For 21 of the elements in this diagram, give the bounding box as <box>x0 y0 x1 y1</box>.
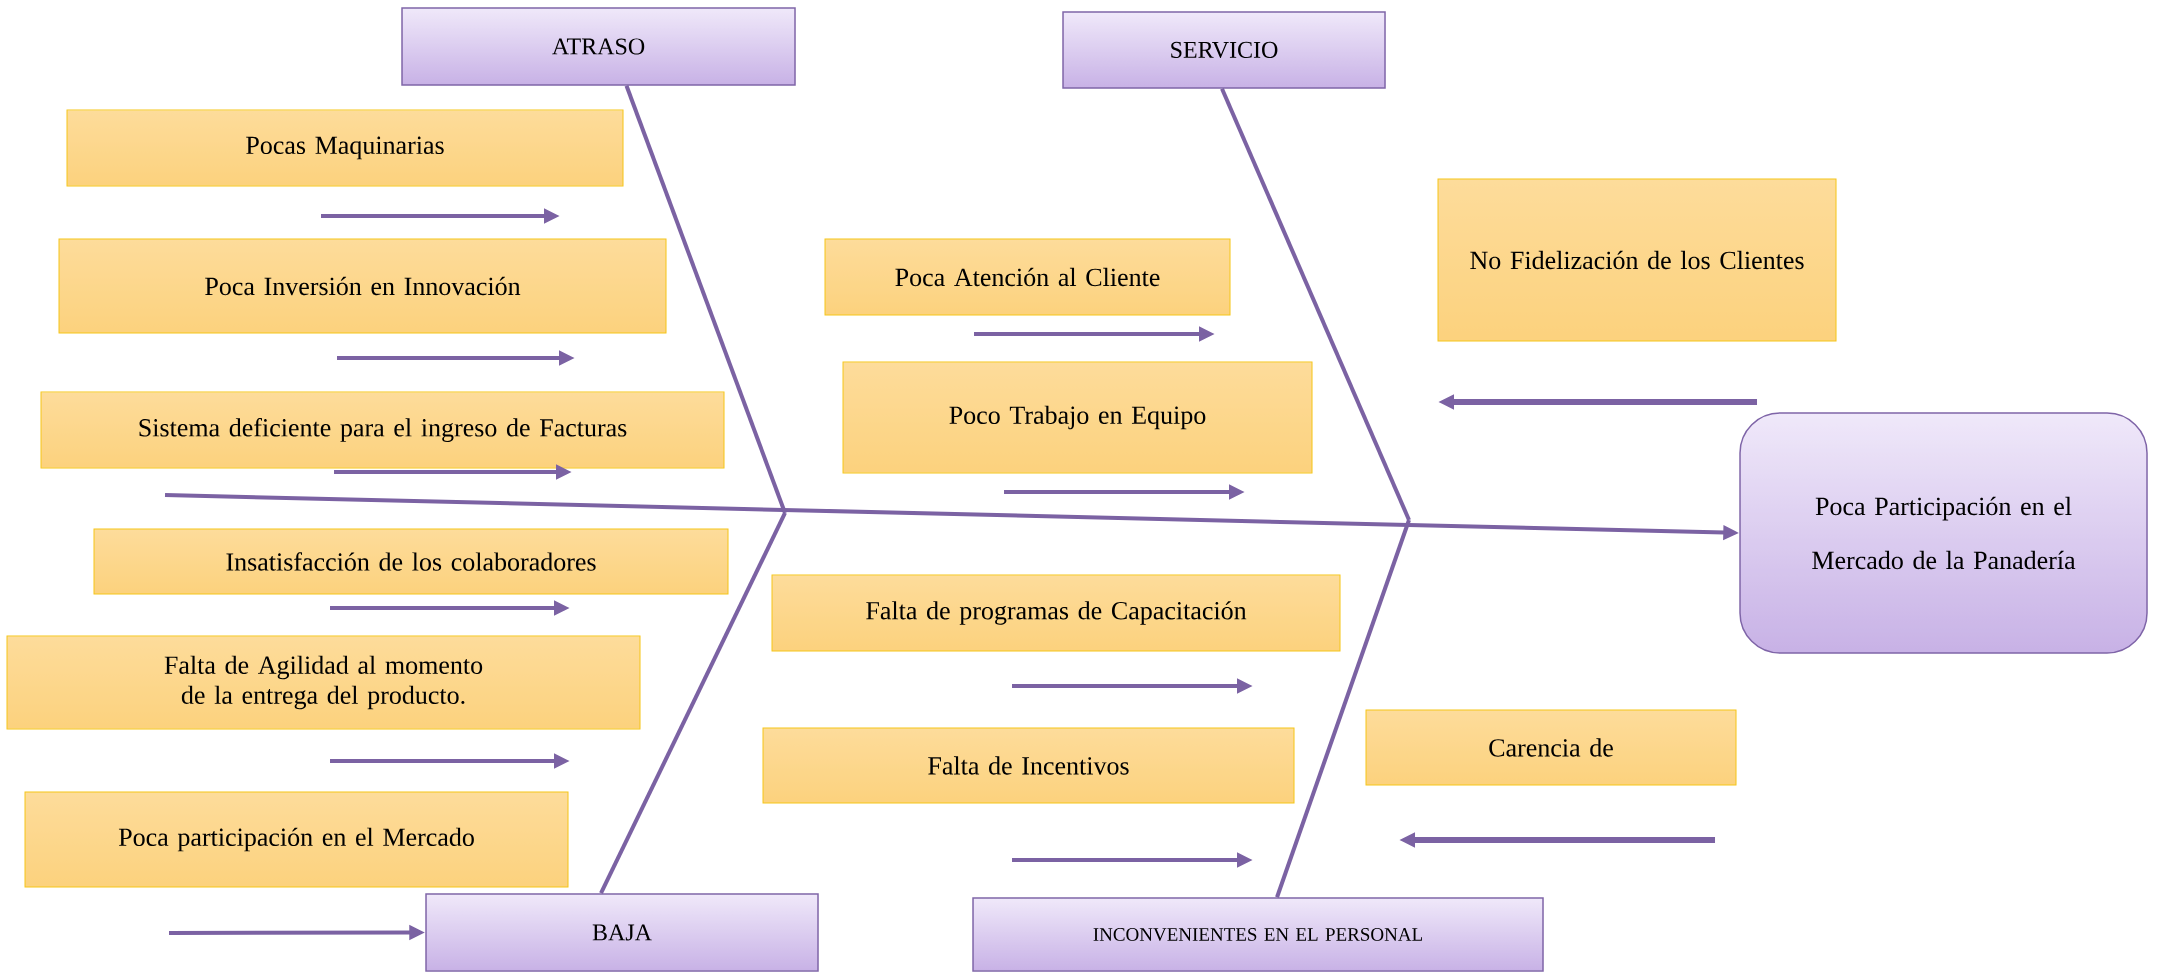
cause-box: Poco Trabajo en Equipo <box>842 361 1313 474</box>
cause-box: Poca Atención al Cliente <box>824 238 1231 316</box>
cause-box: Poca Inversión en Innovación <box>58 238 667 334</box>
bone-line <box>624 85 787 514</box>
cause-box: No Fidelización de los Clientes <box>1437 178 1837 342</box>
cause-box: Poca participación en el Mercado <box>24 791 569 888</box>
bone-line <box>1220 87 1411 521</box>
cause-box: Sistema deficiente para el ingreso de Facturas <box>40 391 725 469</box>
cause-box: Insatisfacción de los colaboradores <box>93 528 729 595</box>
bone-line <box>599 512 787 895</box>
category-box: BAJA <box>425 893 819 972</box>
category-box: INCONVENIENTES EN EL PERSONAL <box>972 897 1544 972</box>
cause-box: Falta de Incentivos <box>762 727 1295 804</box>
category-box: SERVICIO <box>1062 11 1386 89</box>
category-box: ATRASO <box>401 7 796 86</box>
cause-box: Carencia de <box>1365 709 1737 786</box>
effect-box: Poca Participación en el Mercado de la Panadería <box>1739 412 2148 654</box>
cause-box: Falta de Agilidad al momento de la entrega del producto. <box>6 635 641 730</box>
bone-line <box>1275 519 1411 898</box>
cause-box: Pocas Maquinarias <box>66 109 624 187</box>
cause-box: Falta de programas de Capacitación <box>771 574 1341 652</box>
